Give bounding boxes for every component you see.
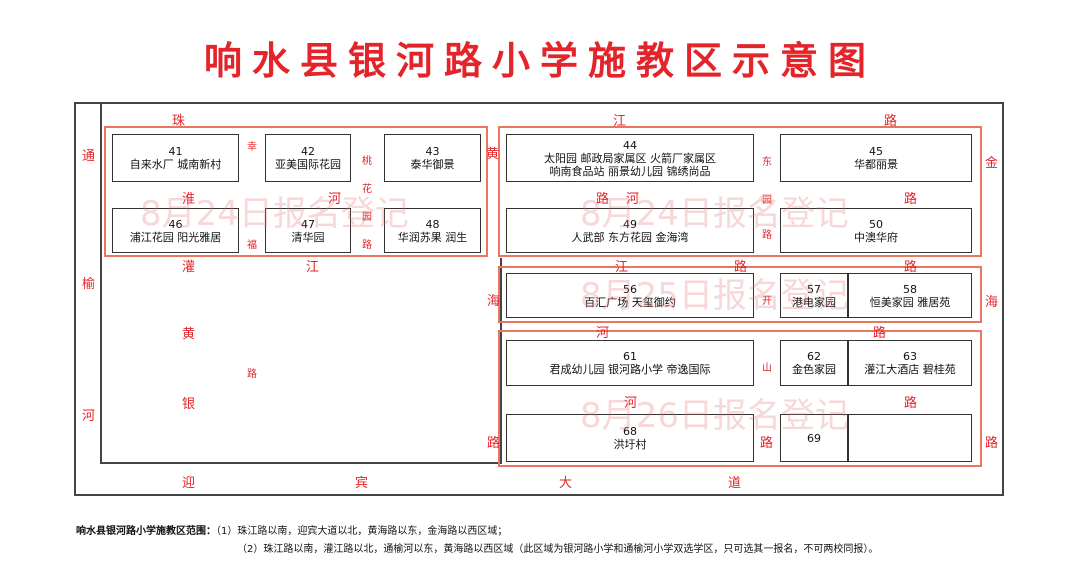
road-h2-2: 路 — [904, 396, 918, 411]
road-shanhe-2: 路 — [487, 436, 501, 451]
road-guanjiang-1: 灌 — [182, 260, 196, 275]
road-taohua-2: 花 — [362, 184, 372, 195]
road-zhujiang-3: 路 — [884, 114, 898, 129]
road-huaihe-5: 路 — [904, 192, 918, 207]
road-huangdong-4: 路 — [762, 230, 772, 241]
block-69-annex — [848, 414, 972, 462]
footer-line-2: （2）珠江路以南，灌江路以北，通榆河以东，黄海路以西区域（此区域为银河路小学和通… — [237, 544, 879, 555]
zone-southeast — [498, 330, 982, 467]
road-huaihe-1: 淮 — [182, 192, 196, 207]
zone-northwest — [104, 126, 488, 257]
river-tongyu-2: 榆 — [82, 277, 96, 292]
boundary-middle — [500, 258, 502, 464]
road-taohua-1: 桃 — [362, 156, 372, 167]
road-taohua-4: 路 — [362, 240, 372, 251]
road-guanjiang-5: 路 — [904, 260, 918, 275]
road-huangyin-2: 银 — [182, 397, 196, 412]
footer-label: 响水县银河路小学施教区范围： — [76, 526, 216, 537]
road-jinhai-2: 海 — [985, 295, 999, 310]
road-yingbin-1: 迎 — [182, 476, 196, 491]
watermark-nw: 8月24日报名登记 — [140, 194, 409, 234]
road-huangdong-2: 东 — [762, 157, 772, 168]
road-guanjiang-3: 江 — [615, 260, 629, 275]
river-tongyu-3: 河 — [82, 409, 96, 424]
road-huangyin-1: 黄 — [182, 327, 196, 342]
page-title: 响水县银河路小学施教区示意图 — [203, 39, 876, 83]
watermark-mid: 8月25日报名登记 — [580, 276, 849, 316]
river-tongyu-1: 通 — [82, 149, 96, 164]
road-zhujiang-2: 江 — [613, 114, 627, 129]
block-69: 69 — [780, 414, 848, 462]
zone-middle-east — [498, 266, 982, 323]
footer-range-1: （1）珠江路以南，迎宾大道以北，黄海路以东，金海路以西区域； — [216, 526, 508, 537]
watermark-se: 8月26日报名登记 — [580, 396, 849, 436]
road-huaihe-4: 河 — [626, 192, 640, 207]
road-haikai-2: 开 — [762, 296, 772, 307]
road-haikai-1: 海 — [487, 294, 501, 309]
footer-line-1: 响水县银河路小学施教区范围：（1）珠江路以南，迎宾大道以北，黄海路以东，金海路以… — [76, 522, 507, 537]
road-jinhai-1: 金 — [985, 156, 999, 171]
road-xingfu-1: 幸 — [247, 142, 257, 153]
road-yingbin-4: 道 — [728, 476, 742, 491]
road-yingbin-2: 宾 — [355, 476, 369, 491]
road-jinhai-3: 路 — [985, 436, 999, 451]
road-guanjiang-4: 路 — [734, 260, 748, 275]
road-guanjiang-2: 江 — [306, 260, 320, 275]
road-h2-1: 河 — [624, 396, 638, 411]
zone-northeast — [498, 126, 982, 257]
road-huangyin-3: 路 — [247, 369, 257, 380]
road-huangdong-1: 黄 — [486, 147, 500, 162]
road-huangdong-3: 园 — [762, 195, 772, 206]
road-zhujiang-1: 珠 — [172, 114, 186, 129]
map-frame — [74, 102, 1004, 496]
road-huanghe-1: 河 — [596, 326, 610, 341]
road-taohua-3: 园 — [362, 212, 372, 223]
road-yingbin-3: 大 — [559, 476, 573, 491]
road-shanhe-1: 山 — [762, 363, 772, 374]
road-huanghe-2: 路 — [873, 326, 887, 341]
road-huaihe-2: 河 — [328, 192, 342, 207]
road-huaihe-3: 路 — [596, 192, 610, 207]
boundary-bottom — [100, 462, 502, 464]
boundary-left — [100, 104, 102, 464]
road-shanhe-3: 路 — [760, 436, 774, 451]
watermark-ne: 8月24日报名登记 — [580, 194, 849, 234]
road-xingfu-2: 福 — [247, 240, 257, 251]
